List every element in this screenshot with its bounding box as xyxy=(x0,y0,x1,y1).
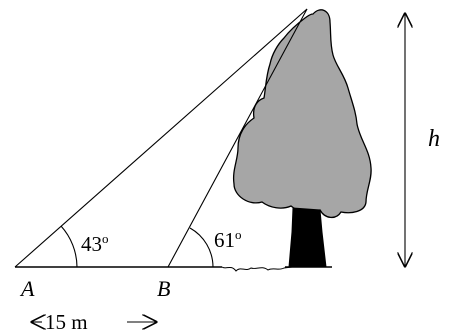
tree-foliage xyxy=(232,9,372,219)
ground-rough-edge xyxy=(221,266,293,272)
angle-arc-b xyxy=(189,227,214,268)
tree-trunk xyxy=(288,207,327,268)
angle-a-label: 43o xyxy=(81,231,109,256)
angle-b-label: 61o xyxy=(214,227,242,252)
tree-icon xyxy=(232,9,372,268)
angle-arc-a xyxy=(60,225,78,268)
sight-line-a xyxy=(14,8,308,268)
sight-line-b xyxy=(167,8,308,268)
distance-label: 15 m xyxy=(45,310,88,333)
point-a-label: A xyxy=(19,276,35,301)
point-b-label: B xyxy=(157,276,170,301)
height-label: h xyxy=(428,126,440,152)
